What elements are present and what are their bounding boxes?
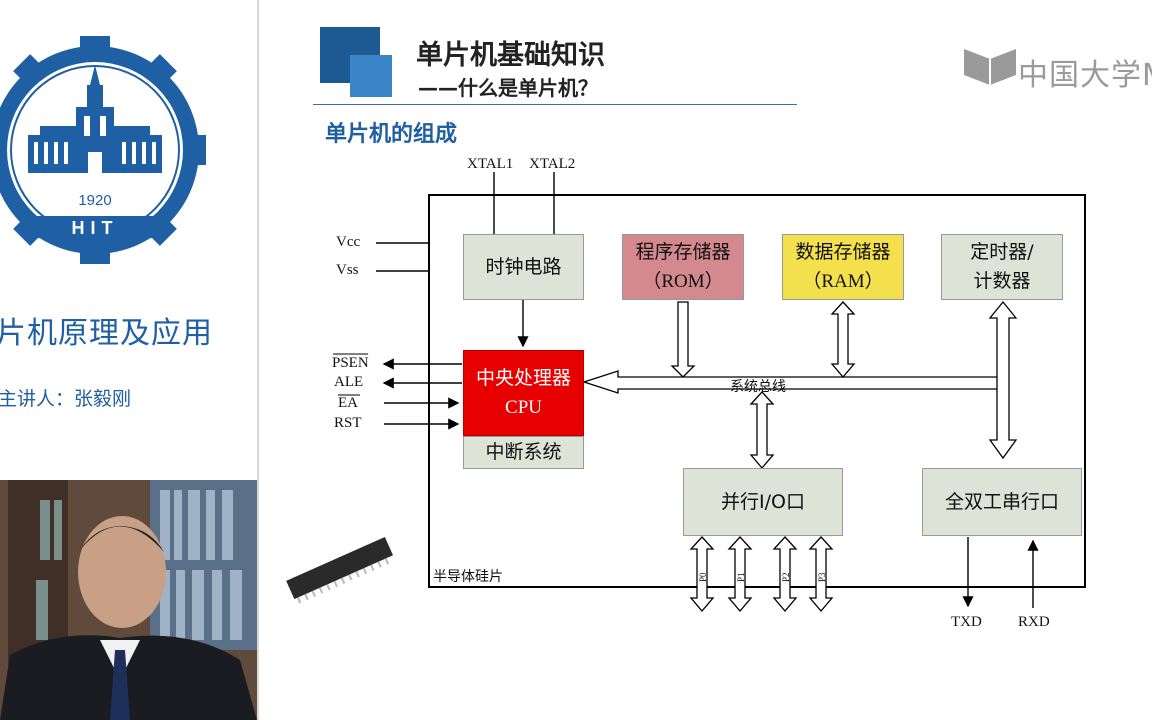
parallel-io-label: 并行I/O口 — [721, 490, 805, 513]
logo-year: 1920 — [78, 192, 111, 209]
pin-ale: ALE — [334, 374, 364, 390]
pin-xtal2: XTAL2 — [529, 156, 576, 172]
ram-label: 数据存储器 — [795, 241, 891, 263]
port-p2-label: P2 — [781, 572, 791, 582]
system-bus-label: 系统总线 — [730, 379, 786, 395]
panel-divider — [257, 0, 259, 720]
serial-port-label: 全双工串行口 — [944, 490, 1059, 513]
pin-rst: RST — [334, 415, 362, 431]
port-p0-label: P0 — [698, 572, 708, 582]
dip-chip-image — [286, 536, 393, 604]
mooc-watermark: 中国大学M — [1018, 58, 1152, 93]
timer-block: 定时器/ 计数器 — [941, 234, 1063, 300]
rom-label: 程序存储器 — [635, 241, 731, 263]
cpu-sublabel: CPU — [505, 397, 542, 418]
cpu-label: 中央处理器 — [475, 367, 571, 389]
pin-vcc: Vcc — [336, 234, 361, 250]
rom-block: 程序存储器 （ROM） — [622, 234, 744, 300]
slide-title: 单片机基础知识 — [416, 40, 605, 71]
title-square-light — [350, 55, 392, 97]
section-heading: 单片机的组成 — [325, 122, 458, 147]
mooc-logo-icon — [964, 49, 1016, 85]
left-panel: 1920 HIT 片机原理及应用 主讲人：张毅刚 — [0, 0, 257, 720]
lecturer-video[interactable] — [0, 480, 257, 720]
ram-block: 数据存储器 （RAM） — [782, 234, 904, 300]
serial-port-block: 全双工串行口 — [922, 468, 1082, 536]
pin-ea: EA — [338, 395, 358, 411]
course-title: 片机原理及应用 — [0, 316, 213, 351]
clock-circuit-block: 时钟电路 — [463, 234, 584, 300]
pin-txd: TXD — [951, 614, 982, 630]
pin-psen: PSEN — [332, 355, 369, 371]
interrupt-label: 中断系统 — [485, 441, 562, 463]
pin-vss: Vss — [336, 262, 359, 278]
interrupt-block: 中断系统 — [463, 436, 584, 469]
chip-label: 半导体硅片 — [433, 569, 503, 585]
port-p3-label: P3 — [817, 572, 827, 582]
pin-rxd: RXD — [1018, 614, 1050, 630]
hit-logo: 1920 HIT — [0, 36, 206, 264]
port-p1-label: P1 — [736, 572, 746, 582]
clock-circuit-label: 时钟电路 — [485, 255, 562, 278]
parallel-io-block: 并行I/O口 — [683, 468, 843, 536]
slide-subtitle: ——什么是单片机？ — [418, 76, 598, 100]
cpu-block: 中央处理器 CPU — [463, 350, 584, 436]
pin-xtal1: XTAL1 — [467, 156, 514, 172]
header-rule — [313, 104, 797, 105]
lecturer-name: 主讲人：张毅刚 — [0, 388, 132, 410]
timer-sublabel: 计数器 — [973, 270, 1031, 292]
lecturer-video-frame — [0, 480, 257, 720]
logo-abbrev: HIT — [72, 218, 119, 238]
chip-boundary — [428, 194, 1086, 588]
timer-label: 定时器/ — [970, 241, 1034, 263]
ram-sublabel: （RAM） — [802, 271, 884, 292]
rom-sublabel: （ROM） — [642, 271, 724, 292]
